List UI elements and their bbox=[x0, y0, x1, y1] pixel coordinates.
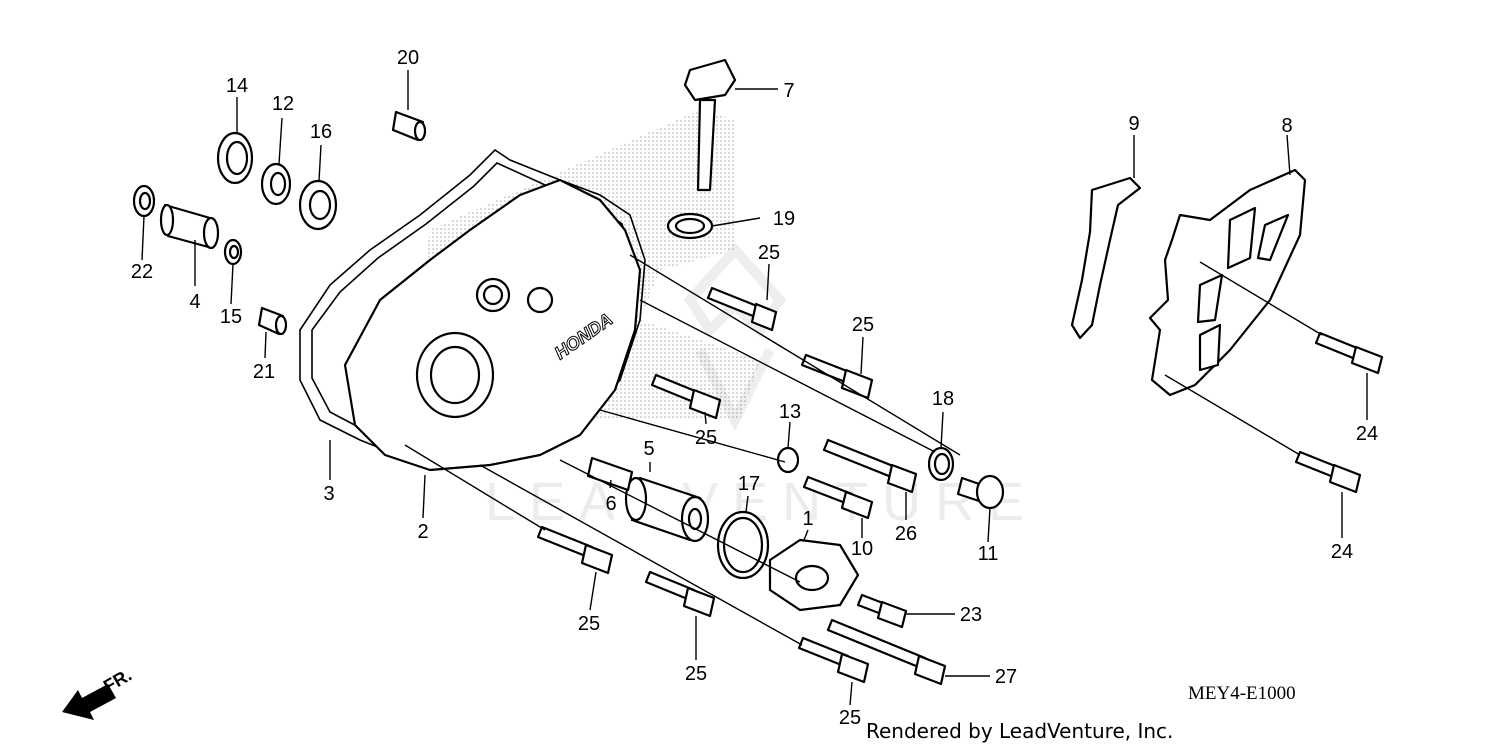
cover-boss bbox=[526, 286, 554, 314]
callout-4: 4 bbox=[189, 291, 200, 313]
oil-seal-part-16 bbox=[298, 179, 338, 231]
sprocket-cover-window-b bbox=[1256, 213, 1290, 262]
callout-19: 19 bbox=[773, 208, 795, 230]
bolt-part-24b bbox=[1294, 450, 1362, 494]
dowel-pin-part-21 bbox=[257, 306, 288, 336]
callout-14: 14 bbox=[226, 75, 248, 97]
spring-part-6 bbox=[586, 456, 634, 492]
front-direction-arrow bbox=[62, 684, 116, 720]
guide-plate-part-9 bbox=[1070, 176, 1142, 340]
cover-port-inner bbox=[429, 345, 481, 405]
callout-3: 3 bbox=[323, 483, 334, 505]
shaft-part-4 bbox=[159, 203, 220, 250]
leader-lines bbox=[141, 70, 1368, 706]
bolt-part-25f bbox=[797, 636, 870, 684]
cover-filler-hole-inner bbox=[482, 284, 504, 306]
circlip-part-14 bbox=[216, 131, 254, 185]
callout-1: 1 bbox=[802, 508, 813, 530]
callout-7: 7 bbox=[783, 80, 794, 102]
callout-6: 6 bbox=[605, 493, 616, 515]
callout-12: 12 bbox=[272, 93, 294, 115]
dipstick-part-7 bbox=[683, 58, 737, 102]
callout-22: 22 bbox=[131, 261, 153, 283]
callout-2: 2 bbox=[417, 521, 428, 543]
callout-9: 9 bbox=[1128, 113, 1139, 135]
bolt-part-10 bbox=[802, 475, 874, 520]
bolt-part-26 bbox=[822, 438, 918, 494]
callout-24a: 24 bbox=[1356, 423, 1378, 445]
callout-15: 15 bbox=[220, 306, 242, 328]
callout-26: 26 bbox=[895, 523, 917, 545]
callout-25f: 25 bbox=[839, 707, 861, 729]
bolt-part-23 bbox=[856, 593, 908, 629]
callout-5: 5 bbox=[643, 438, 654, 460]
bolt-part-25e bbox=[644, 570, 716, 618]
callout-17: 17 bbox=[738, 473, 760, 495]
sprocket-cover-window-a bbox=[1226, 206, 1257, 270]
sprocket-cover-window-d bbox=[1198, 323, 1222, 372]
diagram-code: MEY4-E1000 bbox=[1188, 683, 1296, 704]
callout-11: 11 bbox=[978, 543, 999, 565]
callout-25c: 25 bbox=[695, 427, 717, 449]
callout-18: 18 bbox=[932, 388, 954, 410]
callout-16: 16 bbox=[310, 121, 332, 143]
filter-cover-center bbox=[794, 564, 830, 592]
callout-21: 21 bbox=[253, 361, 275, 383]
washer-part-15 bbox=[223, 238, 243, 266]
callout-10: 10 bbox=[851, 538, 873, 560]
bolt-part-25d bbox=[536, 525, 614, 575]
washer-part-12 bbox=[260, 162, 292, 206]
bolt-part-24a bbox=[1314, 331, 1384, 375]
washer-part-13 bbox=[776, 446, 800, 474]
callout-8: 8 bbox=[1281, 115, 1292, 137]
callout-24b: 24 bbox=[1331, 541, 1353, 563]
bolt-part-25a bbox=[706, 286, 778, 332]
callout-27: 27 bbox=[995, 666, 1017, 688]
render-credit: Rendered by LeadVenture, Inc. bbox=[866, 719, 1173, 743]
callout-23: 23 bbox=[960, 604, 982, 626]
bolt-part-25c bbox=[650, 373, 722, 420]
oring-part-19-inner bbox=[674, 217, 706, 235]
circlip-part-22 bbox=[132, 184, 156, 218]
callout-25b: 25 bbox=[852, 314, 874, 336]
bolt-part-27 bbox=[826, 618, 947, 686]
callout-20: 20 bbox=[397, 47, 419, 69]
dowel-pin-part-20 bbox=[391, 110, 427, 142]
callout-25d: 25 bbox=[578, 613, 600, 635]
callout-13: 13 bbox=[779, 401, 801, 423]
dipstick-stem bbox=[696, 98, 717, 192]
sprocket-cover-window-c bbox=[1196, 273, 1224, 324]
washer-part-18-inner bbox=[933, 452, 951, 476]
callout-25e: 25 bbox=[685, 663, 707, 685]
callout-25a: 25 bbox=[758, 242, 780, 264]
crankcase-cover-part-2 bbox=[343, 178, 642, 472]
sprocket-cover-part-8 bbox=[1148, 168, 1307, 397]
oil-filter-part-5 bbox=[624, 476, 710, 543]
bolt-part-25b bbox=[800, 353, 874, 400]
oring-part-17-inner bbox=[722, 516, 764, 574]
